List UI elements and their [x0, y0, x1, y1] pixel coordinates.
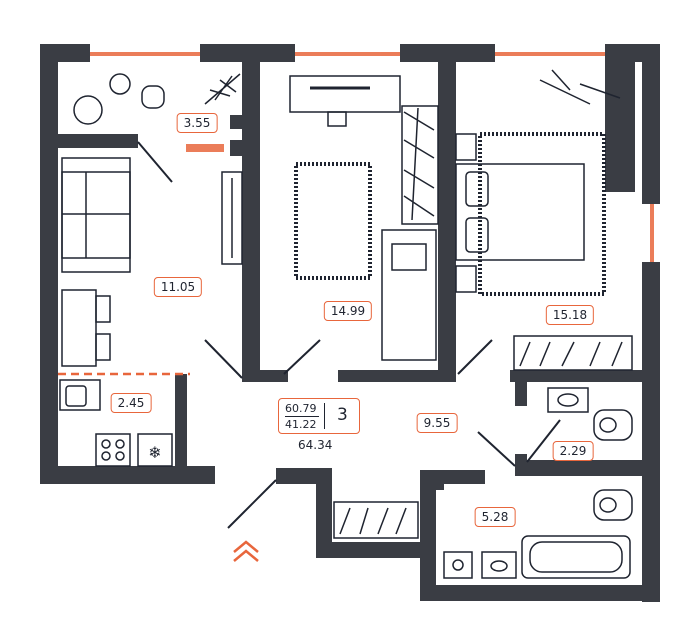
bedroom1-furniture [289, 75, 439, 361]
plant-icon [204, 73, 241, 105]
summary-divider [285, 416, 319, 417]
corridor-wardrobe [333, 501, 419, 539]
bathroom-fixtures [443, 489, 633, 579]
door-swings [137, 141, 561, 529]
bedroom2-area-label: 15.18 [545, 305, 595, 325]
wc-area-label: 2.29 [552, 441, 594, 461]
plant-icon [539, 69, 621, 105]
hall-area-label: 9.55 [416, 413, 458, 433]
living-room-area-label: 11.05 [153, 277, 203, 297]
bedroom1-area-label: 14.99 [323, 301, 373, 321]
bathroom-area-label: 5.28 [474, 507, 516, 527]
kitchen-fixtures [59, 379, 173, 467]
summary-separator [324, 403, 325, 429]
total-area: 64.34 [298, 438, 333, 452]
living-area-value: 60.79 [285, 402, 317, 415]
snowflake-icon: ❄ [148, 443, 161, 462]
living-furniture [61, 157, 243, 367]
entrance-chevron-icon [233, 540, 259, 562]
kitchen-area-label: 2.45 [110, 393, 152, 413]
balcony-area-label: 3.55 [176, 113, 218, 133]
walls [40, 44, 660, 602]
balcony-furniture [73, 73, 241, 125]
apartment-summary: 60.79 41.22 3 [278, 398, 360, 434]
windows [90, 52, 654, 262]
wc-fixtures [547, 387, 633, 441]
bedroom2-furniture [455, 69, 633, 371]
kitchen-area-value: 41.22 [285, 418, 317, 431]
rooms-count: 3 [337, 405, 348, 425]
